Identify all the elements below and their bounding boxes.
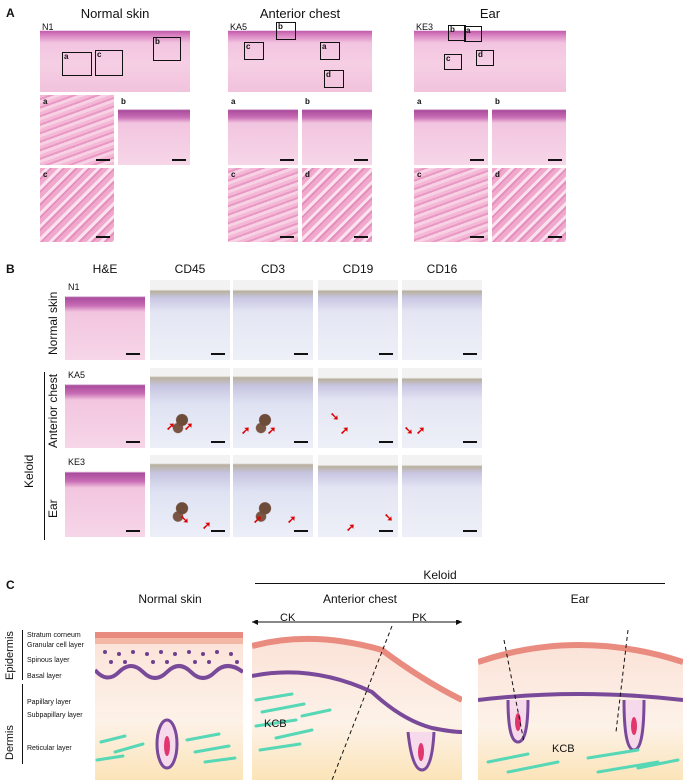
roi-c: c	[444, 54, 462, 70]
ihc-ke3-cd19: ➚➘	[318, 455, 398, 537]
he-zoom-ke3-b: b	[492, 95, 566, 165]
roi-b: b	[153, 37, 181, 61]
diagram-anterior-chest	[252, 620, 462, 780]
roi-c: c	[95, 50, 123, 76]
layer-reticular: Reticular layer	[27, 745, 72, 752]
ihc-ka5-cd45: ➚➚	[150, 368, 230, 448]
keloid-header: Keloid	[423, 568, 457, 582]
he-zoom-ka5-a: a	[228, 95, 298, 165]
ihc-ka5-cd19: ➘➚	[318, 368, 398, 448]
panel-a-title-normal: Normal skin	[80, 6, 150, 21]
ihc-n1-cd3	[233, 280, 313, 360]
dermis-bracket	[22, 684, 23, 764]
roi-d: d	[324, 70, 344, 88]
sample-label-n1: N1	[42, 22, 54, 32]
roi-b: b	[276, 22, 296, 40]
ihc-ke3-cd16	[402, 455, 482, 537]
panel-a-letter: A	[6, 6, 15, 20]
diagram-ear	[478, 629, 683, 780]
side-label-epidermis: Epidermis	[4, 631, 16, 680]
roi-a: a	[320, 42, 340, 60]
roi-d: d	[476, 50, 494, 66]
layer-stratum-corneum: Stratum corneum	[27, 632, 81, 639]
stain-cd19: CD19	[342, 262, 374, 276]
panel-a-title-ear: Ear	[479, 6, 501, 21]
keloid-group-label: Keloid	[22, 454, 36, 488]
he-overview-n1: N1 a c b	[40, 22, 190, 92]
kcb-chest: KCB	[264, 718, 287, 730]
he-zoom-n1-c: c	[40, 168, 114, 242]
ihc-ka5-cd3: ➚➚	[233, 368, 313, 448]
stain-cd3: CD3	[260, 262, 285, 276]
he-zoom-ka5-c: c	[228, 168, 298, 242]
diagram-title-normal: Normal skin	[138, 592, 202, 606]
he-zoom-ka5-d: d	[302, 168, 372, 242]
panel-c-letter: C	[6, 578, 15, 592]
he-zoom-ka5-b: b	[302, 95, 372, 165]
diagram-title-ear: Ear	[570, 592, 590, 606]
keloid-bracket-line	[44, 372, 45, 540]
layer-subpapillary: Subpapillary layer	[27, 712, 83, 719]
region-pk: PK	[412, 612, 427, 624]
panel-a-title-chest: Anterior chest	[259, 6, 341, 21]
ihc-ke3-cd3: ➚➚	[233, 455, 313, 537]
ihc-n1-he: N1	[65, 280, 145, 360]
ihc-ka5-he: KA5	[65, 368, 145, 448]
ihc-ke3-cd45: ➘➚	[150, 455, 230, 537]
sample-label-ka5: KA5	[230, 22, 248, 32]
he-zoom-ke3-c: c	[414, 168, 488, 242]
roi-c: c	[244, 42, 264, 60]
ihc-ke3-he: KE3	[65, 455, 145, 537]
kcb-ear: KCB	[552, 743, 575, 755]
ihc-n1-cd19	[318, 280, 398, 360]
he-overview-ke3: KE3 b a c d	[414, 22, 566, 92]
layer-spinous: Spinous layer	[27, 657, 70, 664]
he-zoom-n1-b: b	[118, 95, 190, 165]
he-zoom-ke3-d: d	[492, 168, 566, 242]
stain-he: H&E	[92, 262, 118, 276]
ihc-n1-cd45	[150, 280, 230, 360]
row-label-ear: Ear	[46, 499, 60, 518]
layer-basal: Basal layer	[27, 673, 62, 680]
he-zoom-n1-a: a	[40, 95, 114, 165]
sample-label-ke3: KE3	[416, 22, 434, 32]
he-overview-ka5: KA5 b c a d	[228, 22, 372, 92]
row-label-chest: Anterior chest	[46, 373, 60, 448]
ihc-n1-cd16	[402, 280, 482, 360]
ihc-ka5-cd16: ➘➚	[402, 368, 482, 448]
stain-cd16: CD16	[426, 262, 458, 276]
he-zoom-ke3-a: a	[414, 95, 488, 165]
roi-a: a	[464, 26, 482, 42]
keloid-header-line	[255, 583, 665, 584]
region-ck: CK	[280, 612, 296, 624]
side-label-dermis: Dermis	[4, 725, 16, 760]
panel-b-letter: B	[6, 262, 15, 276]
layer-papillary: Papillary layer	[27, 699, 71, 706]
roi-a: a	[62, 52, 92, 76]
diagram-title-chest: Anterior chest	[322, 592, 398, 606]
diagram-normal-skin	[95, 632, 243, 780]
roi-b: b	[448, 25, 466, 41]
row-label-normal: Normal skin	[46, 291, 60, 355]
layer-granular: Granular cell layer	[27, 642, 84, 649]
epidermis-bracket	[22, 630, 23, 680]
stain-cd45: CD45	[174, 262, 206, 276]
